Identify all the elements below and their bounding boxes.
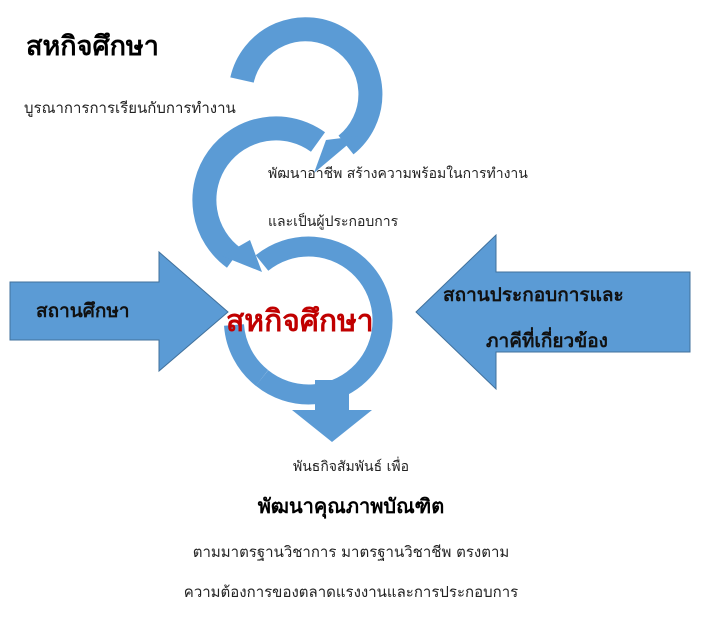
right-block-arrow xyxy=(415,233,691,391)
outcome-line-3: ตามมาตรฐานวิชาการ มาตรฐานวิชาชีพ ตรงตาม xyxy=(192,543,510,561)
right-arrow-label-line-2: ภาคีที่เกี่ยวข้อง xyxy=(486,330,608,352)
left-block-arrow xyxy=(9,250,229,373)
outcome-heading: พัฒนาคุณภาพบัณฑิต xyxy=(257,494,445,518)
outcome-line-4: ความต้องการของตลาดแรงงานและการประกอบการ xyxy=(183,583,519,601)
left-arrow-label: สถานศึกษา xyxy=(36,300,130,322)
cycle-arrow-center xyxy=(224,236,393,442)
center-label: สหกิจศึกษา xyxy=(226,304,374,339)
cycle-text-line-1: พัฒนาอาชีพ สร้างความพร้อมในการทำงาน xyxy=(268,166,528,182)
outcome-line-1: พันธกิจสัมพันธ์ เพื่อ xyxy=(292,459,409,475)
cycle-arrow-top xyxy=(230,17,383,173)
right-arrow-label-line-1: สถานประกอบการและ xyxy=(443,284,624,306)
page-title: สหกิจศึกษา xyxy=(26,31,159,62)
cycle-text-line-2: และเป็นผู้ประกอบการ xyxy=(268,214,399,230)
subtitle: บูรณาการการเรียนกับการทำงาน xyxy=(24,99,236,117)
cycle-arrow-middle xyxy=(192,116,326,272)
